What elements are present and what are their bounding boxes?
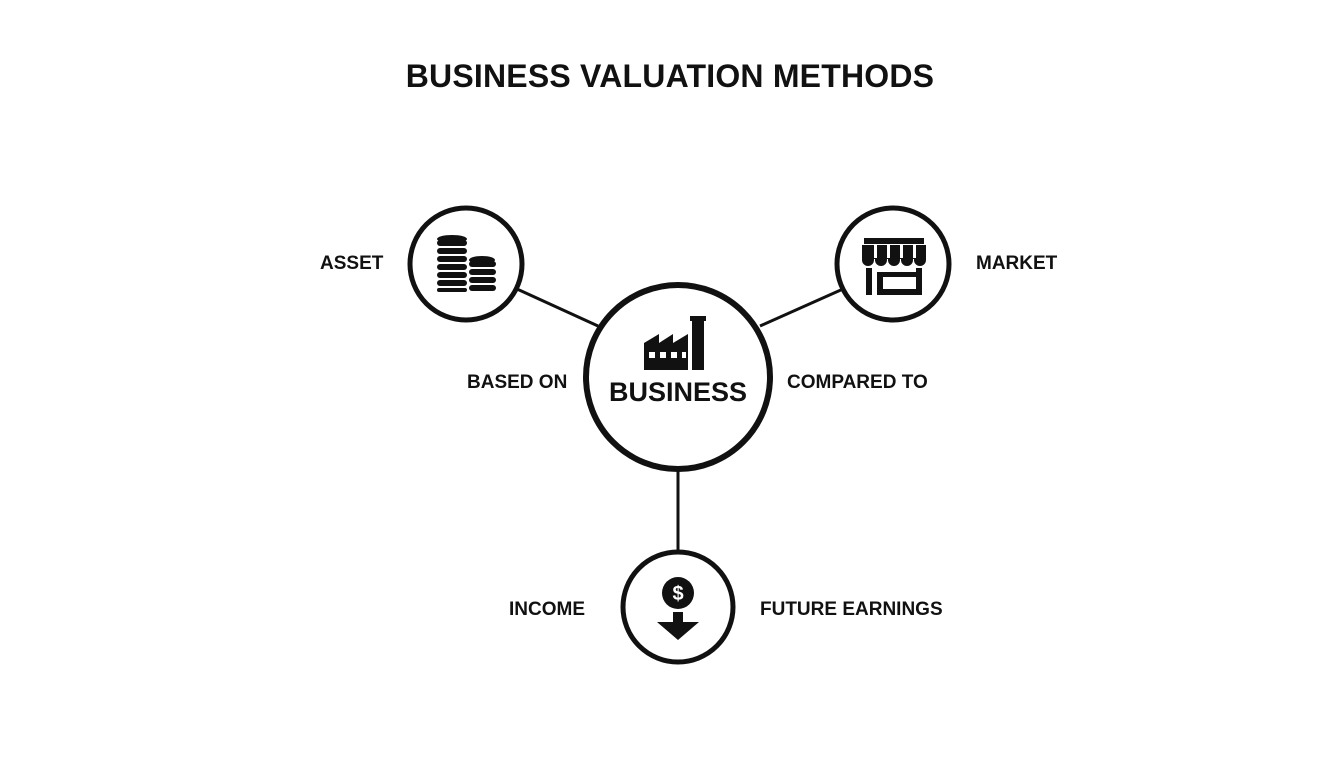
asset-node [407,205,525,323]
center-node [583,282,773,472]
storefront-icon [862,238,926,295]
relation-label-income: FUTURE EARNINGS [760,599,943,620]
connector-asset [516,287,599,328]
factory-icon [644,316,706,370]
relation-label-market: COMPARED TO [787,372,928,393]
coin-stacks-icon [437,235,496,292]
diagram-title: BUSINESS VALUATION METHODS [405,58,935,94]
dollar-down-arrow-icon: $ [657,577,699,640]
center-label: BUSINESS [608,377,748,407]
node-label-market: MARKET [976,253,1058,274]
income-node: $ [620,549,736,665]
relation-label-asset: BASED ON [467,372,568,393]
node-label-asset: ASSET [320,253,384,274]
svg-text:$: $ [672,583,683,605]
node-label-income: INCOME [509,599,585,620]
connector-market [759,287,844,328]
market-node [834,205,952,323]
